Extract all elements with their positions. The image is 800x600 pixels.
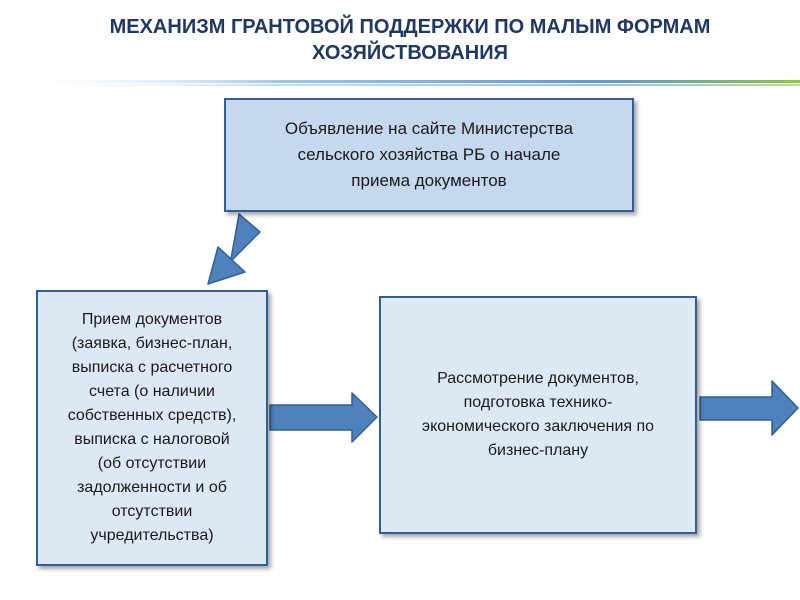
- arrow-intake-to-review: [269, 392, 378, 443]
- slide-title: МЕХАНИЗМ ГРАНТОВОЙ ПОДДЕРЖКИ ПО МАЛЫМ ФО…: [40, 14, 780, 66]
- slide-title-line-1: МЕХАНИЗМ ГРАНТОВОЙ ПОДДЕРЖКИ ПО МАЛЫМ ФО…: [109, 16, 711, 38]
- title-divider: [0, 80, 800, 86]
- documents-intake-text: Прием документов (заявка, бизнес-план, в…: [67, 311, 237, 544]
- review-text: Рассмотрение документов, подготовка техн…: [421, 370, 655, 459]
- slide-title-line-2: ХОЗЯЙСТВОВАНИЯ: [312, 42, 508, 64]
- arrow-review-to-next: [699, 380, 799, 436]
- review-box: Рассмотрение документов, подготовка техн…: [379, 296, 697, 534]
- announcement-box: Объявление на сайте Министерства сельско…: [224, 98, 634, 212]
- documents-intake-box: Прием документов (заявка, бизнес-план, в…: [36, 290, 268, 566]
- arrow-announcement-to-intake: [207, 213, 261, 285]
- announcement-text: Объявление на сайте Министерства сельско…: [284, 119, 574, 190]
